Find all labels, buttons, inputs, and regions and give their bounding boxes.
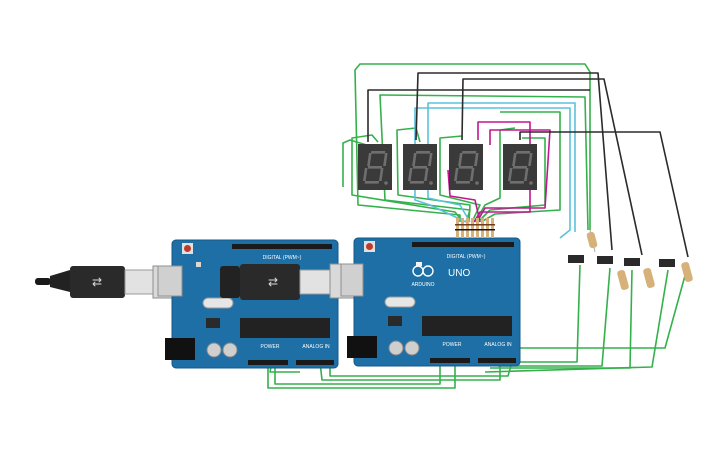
analog-label: ANALOG IN [484,342,512,348]
decimal-point [384,181,388,185]
segment-resistors[interactable] [455,218,495,238]
seven-segment-display[interactable] [503,144,537,190]
transistor[interactable] [624,258,640,266]
usb-cable-left[interactable]: ⇄ [35,265,180,299]
wire-magenta[interactable] [476,129,551,223]
seven-segment-displays [358,144,537,190]
wire-green[interactable] [267,362,456,389]
resistor[interactable] [681,261,694,283]
resistor[interactable] [643,267,656,289]
brand-label: ARDUINO [411,282,434,288]
display-segment [364,181,380,184]
display-segment [363,168,368,181]
wire-green[interactable] [505,264,581,363]
display-segment [415,151,431,154]
power-label: POWER [261,344,280,350]
decimal-point [475,181,479,185]
wire-green[interactable] [351,134,464,223]
wire-green[interactable] [480,111,561,223]
arduino-board-right[interactable]: DIGITAL (PWM~) ARDUINO UNO POWER ANALOG … [340,237,521,367]
wire-black[interactable] [415,72,613,251]
atmega-chip [422,316,512,336]
analog-header[interactable] [478,358,516,363]
display-segment [379,168,384,181]
wire-green[interactable] [498,267,611,367]
wire-green[interactable] [329,361,513,377]
decimal-point [429,181,433,185]
wire-green[interactable] [274,362,441,385]
digital-label: DIGITAL (PWM~) [263,255,302,261]
transistor[interactable] [659,259,675,267]
wire-black[interactable] [519,131,689,258]
usb-symbol-icon: ⇄ [92,275,102,289]
display-segment [367,153,372,166]
display-segment [428,153,433,166]
display-segment [512,166,528,169]
usb-cable-middle[interactable]: ⇄ [220,263,355,300]
display-segment [524,168,529,181]
digital-label: DIGITAL (PWM~) [447,254,486,260]
display-segment [424,168,429,181]
wire-green[interactable] [504,271,687,359]
display-segment [512,153,517,166]
power-label: POWER [443,342,462,348]
wire-green[interactable] [354,63,591,230]
display-segment [412,153,417,166]
wire-black[interactable] [461,78,643,256]
resistor[interactable] [586,229,598,253]
display-segment [458,153,463,166]
seven-segment-display[interactable] [403,144,437,190]
display-segment [515,151,531,154]
usb-symbol-icon: ⇄ [268,275,278,289]
display-segment [454,168,459,181]
analog-header[interactable] [296,360,334,365]
power-header[interactable] [430,358,470,363]
display-segment [470,168,475,181]
resistor[interactable] [617,269,630,291]
transistor[interactable] [597,256,613,264]
wire-green[interactable] [319,361,501,381]
wire-green[interactable] [484,269,669,373]
display-segment [528,153,533,166]
wire-green[interactable] [342,139,371,187]
digital-header[interactable] [232,244,332,249]
display-segment [412,166,428,169]
display-segment [474,153,479,166]
decimal-point [529,181,533,185]
arduino-board-left[interactable]: DIGITAL (PWM~) POWER ANALOG IN [157,239,339,369]
reset-button[interactable] [366,243,373,250]
reset-button[interactable] [184,245,191,252]
display-segment [383,153,388,166]
wire-black[interactable] [367,89,590,142]
display-segment [458,166,474,169]
digital-header[interactable] [412,242,514,247]
power-header[interactable] [248,360,288,365]
display-segment [455,181,471,184]
seven-segment-display[interactable] [449,144,483,190]
digit-drivers [568,229,694,291]
display-segment [370,151,386,154]
analog-label: ANALOG IN [302,344,330,350]
seven-segment-display[interactable] [358,144,392,190]
display-segment [409,181,425,184]
transistor[interactable] [568,255,584,263]
wire-cyan[interactable] [414,107,571,239]
display-segment [509,181,525,184]
model-label: UNO [448,268,470,279]
atmega-chip [240,318,330,338]
display-segment [408,168,413,181]
display-segment [508,168,513,181]
display-segment [461,151,477,154]
display-segment [367,166,383,169]
